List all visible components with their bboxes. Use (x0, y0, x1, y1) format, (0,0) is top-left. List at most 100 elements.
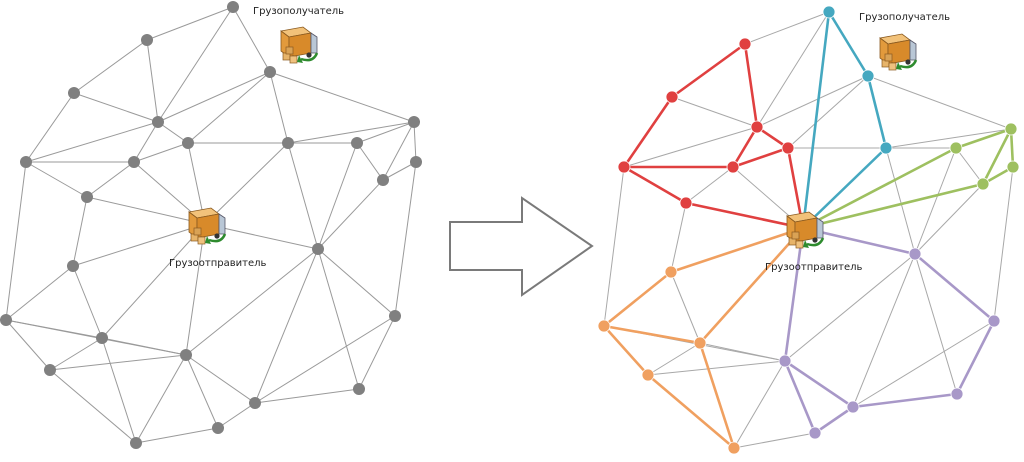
route-0-extra-0 (731, 125, 759, 169)
right-edge-5 (671, 96, 758, 128)
left-edge-61 (101, 223, 206, 339)
right-node-0 (822, 5, 836, 19)
route-0-seg-4 (622, 95, 674, 169)
route-4-seg-5 (913, 252, 996, 323)
left-edge-57 (49, 369, 137, 444)
right-edge-0 (744, 11, 830, 45)
right-edge-7 (623, 126, 758, 168)
left-edge-17 (133, 142, 189, 163)
right-node-6 (726, 160, 740, 174)
right-node-11 (1006, 160, 1020, 174)
right-arrow-icon (449, 196, 594, 297)
right-node-7 (781, 141, 795, 155)
right-node-3 (750, 120, 764, 134)
left-edge-16 (5, 161, 27, 321)
left-node-1 (141, 34, 153, 46)
right-node-5 (617, 160, 631, 174)
right-node-1 (738, 37, 752, 51)
right-node-12 (976, 177, 990, 191)
left-edge-54 (185, 354, 256, 404)
left-node-3 (152, 116, 164, 128)
route-2-seg-4 (801, 182, 985, 230)
right-node-8 (879, 141, 893, 155)
left-node-0 (227, 1, 239, 13)
left-node-6 (128, 156, 140, 168)
left-node-10 (408, 116, 420, 128)
left-node-17 (0, 314, 12, 326)
route-2-extra-0 (981, 127, 1013, 186)
right-node-24 (846, 400, 860, 414)
left-edge-59 (217, 402, 256, 429)
left-edge-5 (73, 92, 159, 123)
right-edge-58 (733, 432, 816, 449)
left-edge-42 (254, 248, 319, 404)
right-edge-27 (955, 147, 984, 185)
route-4-extra-0 (783, 359, 855, 409)
left-edge-49 (49, 337, 103, 371)
right-edge-32 (914, 147, 957, 255)
left-edge-52 (135, 354, 187, 444)
left-edge-55 (254, 315, 396, 404)
left-node-21 (44, 364, 56, 376)
route-0-seg-3 (670, 42, 747, 99)
right-edge-10 (756, 75, 869, 128)
right-edge-11 (787, 75, 869, 149)
right-node-19 (778, 354, 792, 368)
left-edge-51 (49, 354, 187, 371)
right-node-15 (664, 265, 678, 279)
left-edge-41 (317, 248, 396, 317)
left-node-12 (377, 174, 389, 186)
route-1-seg-1 (827, 10, 870, 78)
right-edge-34 (670, 202, 687, 273)
left-node-24 (249, 397, 261, 409)
right-edge-39 (670, 271, 701, 344)
left-node-13 (81, 191, 93, 203)
right-node-20 (987, 314, 1001, 328)
right-node-25 (950, 387, 964, 401)
right-node-10 (1004, 122, 1018, 136)
left-node-7 (182, 137, 194, 149)
route-1-seg-2 (866, 74, 888, 150)
left-edge-40 (185, 248, 319, 356)
route-4-seg-1 (783, 359, 817, 435)
right-edge-52 (733, 360, 786, 449)
left-edge-11 (187, 71, 271, 144)
sender-truck-icon-left (187, 206, 227, 246)
left-edge-26 (356, 121, 415, 144)
left-edge-6 (25, 92, 75, 163)
left-edge-9 (157, 121, 189, 144)
left-node-19 (180, 349, 192, 361)
left-node-16 (312, 243, 324, 255)
route-0-extra-1 (731, 146, 790, 169)
left-edge-43 (317, 248, 360, 390)
left-edge-24 (287, 142, 319, 250)
route-2-seg-1 (954, 127, 1013, 150)
sender-label-left: Грузоотправитель (169, 258, 267, 269)
left-edge-13 (269, 71, 415, 123)
right-edge-43 (914, 253, 958, 395)
left-edge-53 (185, 354, 219, 429)
left-edge-8 (133, 121, 159, 163)
right-edge-51 (647, 360, 786, 376)
left-node-11 (410, 156, 422, 168)
left-edge-58 (135, 427, 219, 444)
left-edge-12 (269, 71, 289, 144)
left-edge-3 (73, 39, 148, 94)
left-edge-33 (86, 196, 206, 225)
receiver-label-right: Грузополучатель (859, 12, 950, 23)
right-node-2 (665, 90, 679, 104)
left-edge-28 (413, 121, 417, 163)
route-1-seg-0 (801, 10, 831, 230)
left-edge-50 (101, 337, 137, 444)
left-edge-18 (86, 161, 135, 198)
left-network-edges (5, 6, 417, 444)
route-4-seg-2 (813, 405, 855, 435)
left-edge-48 (101, 337, 187, 356)
left-edge-7 (25, 121, 159, 163)
left-node-20 (389, 310, 401, 322)
route-1-seg-3 (801, 146, 888, 230)
sender-label-right: Грузоотправитель (765, 262, 863, 273)
right-edge-2 (756, 11, 830, 128)
route-2-seg-0 (801, 146, 958, 230)
